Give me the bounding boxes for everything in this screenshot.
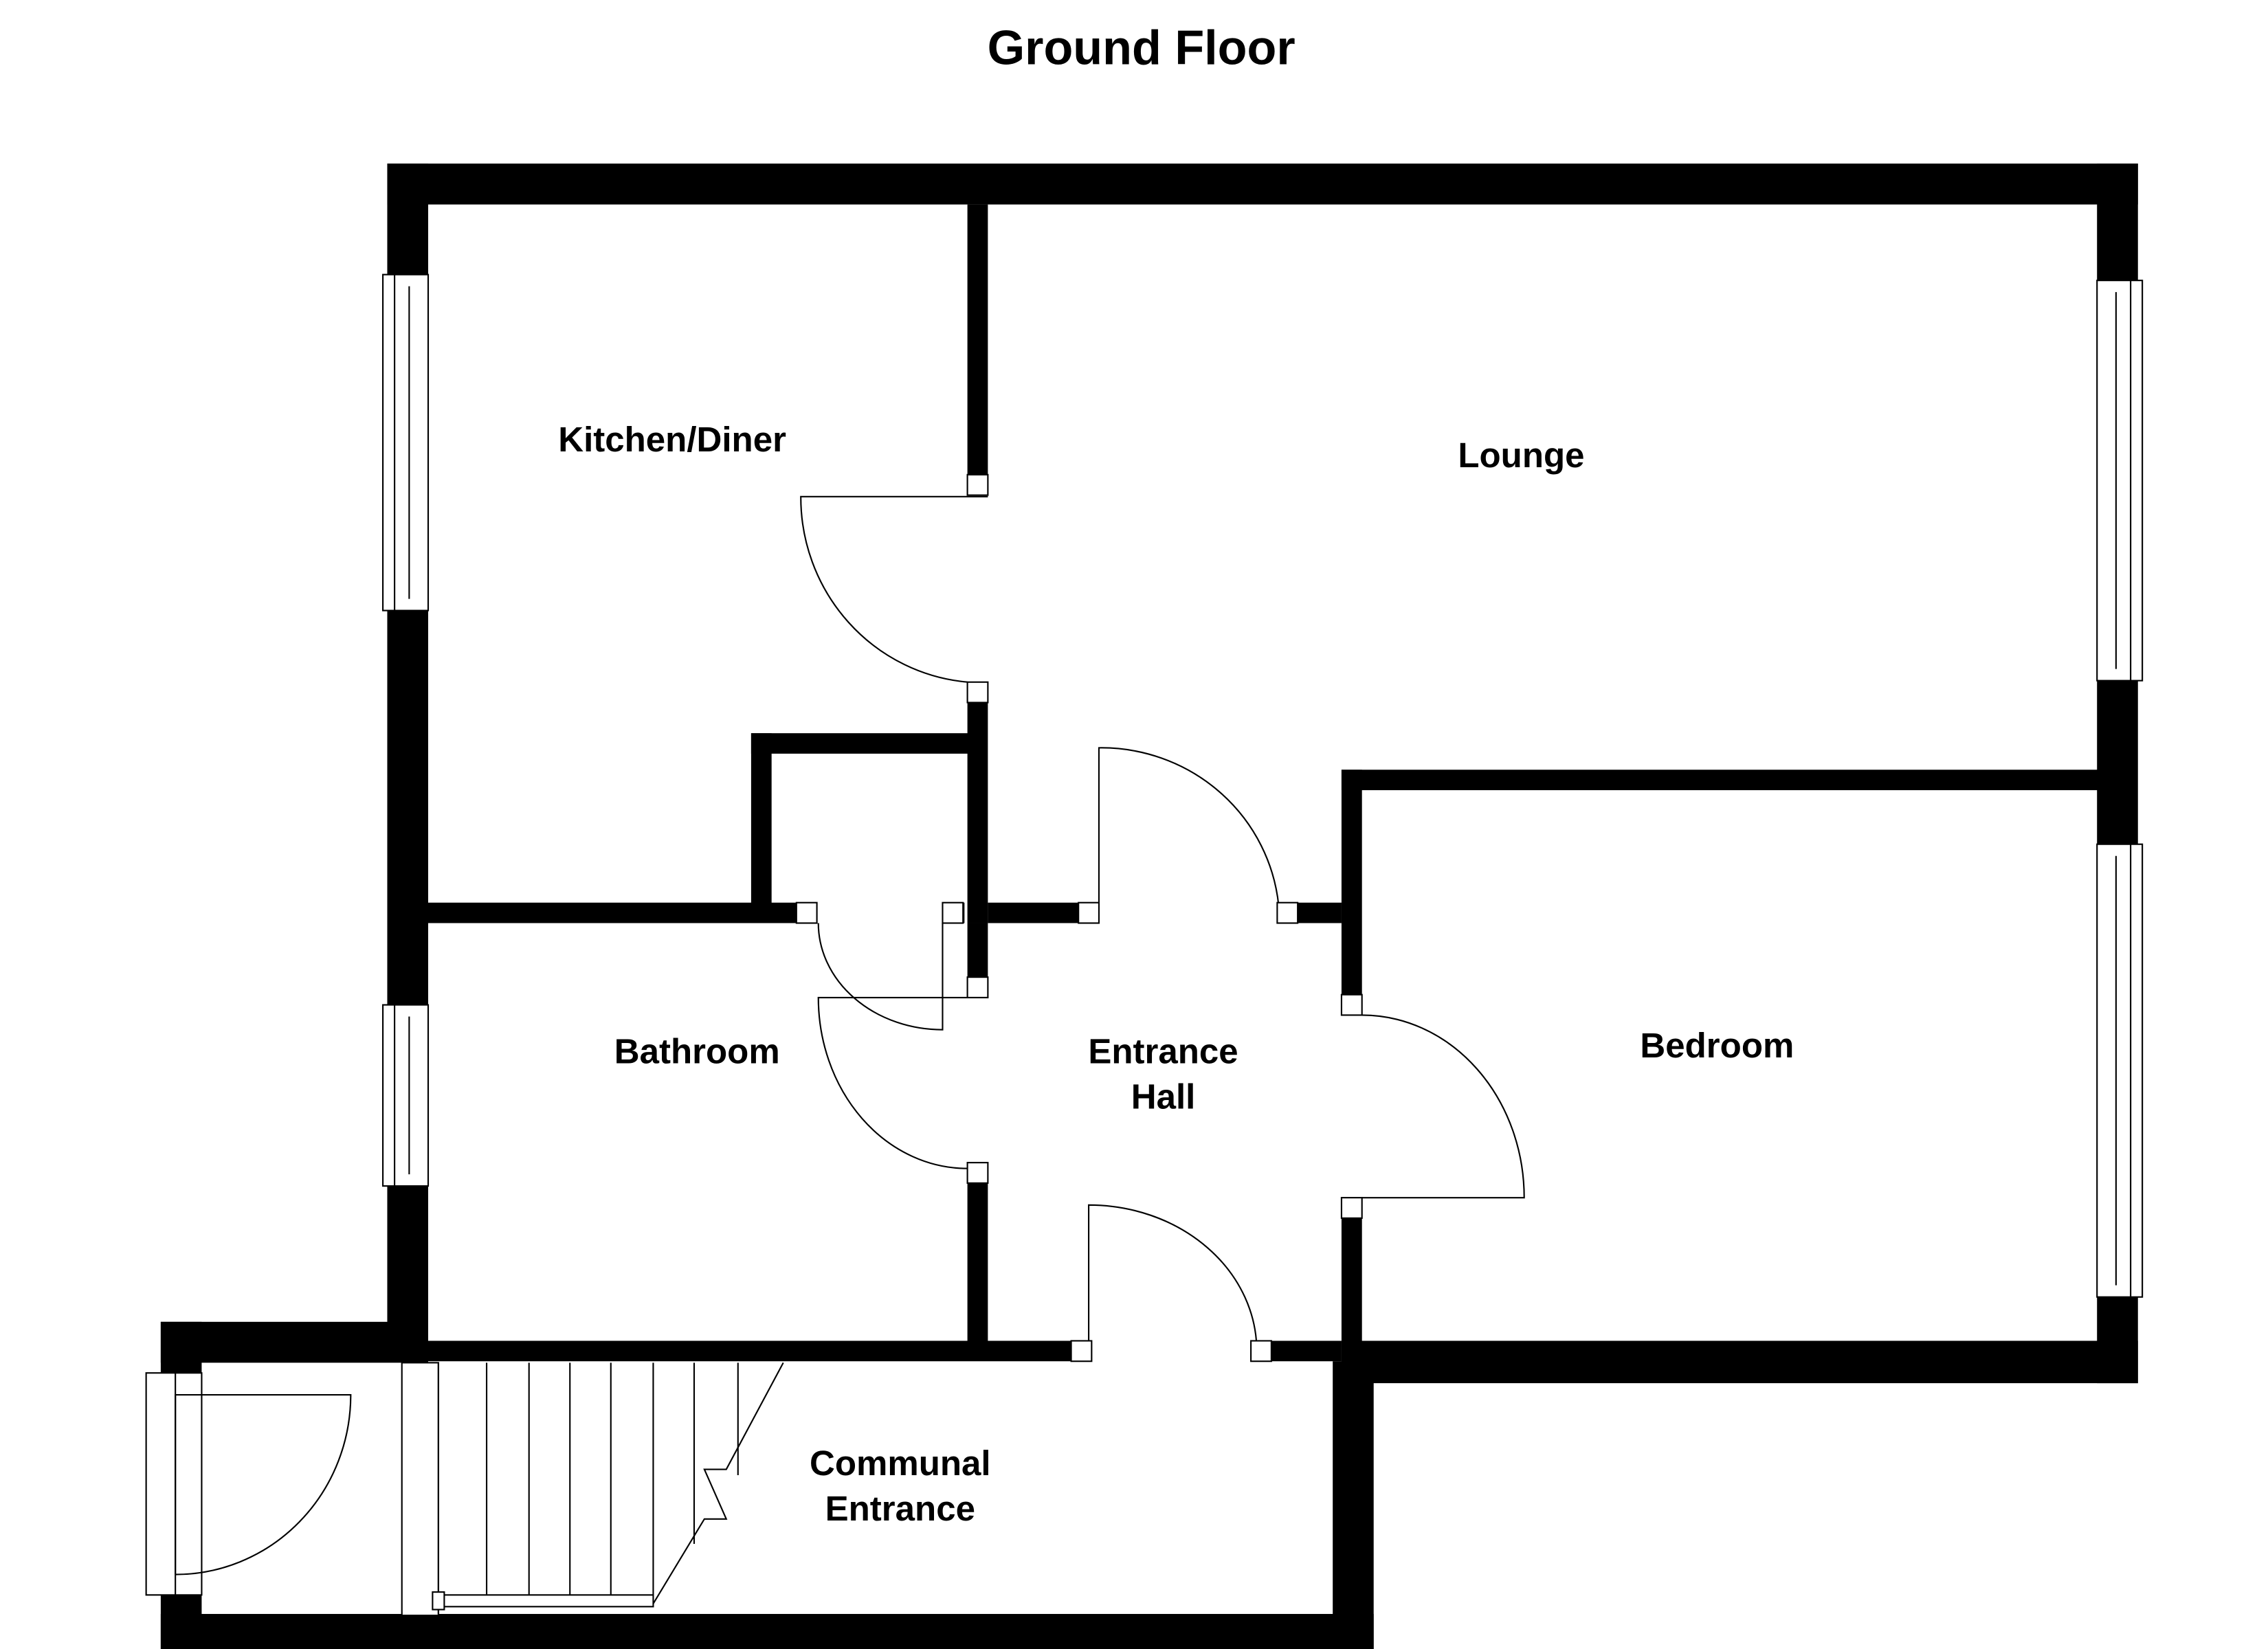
room-label-bedroom: Bedroom bbox=[1640, 1026, 1794, 1065]
doors bbox=[145, 473, 1525, 1596]
room-label-kitchen: Kitchen/Diner bbox=[558, 420, 786, 459]
walls bbox=[160, 164, 2138, 1649]
room-label-lounge: Lounge bbox=[1458, 436, 1584, 475]
room-labels: Kitchen/Diner Lounge Bathroom Entrance H… bbox=[558, 420, 1794, 1528]
kitchen-door bbox=[800, 473, 989, 704]
bathroom-door bbox=[817, 976, 989, 1184]
cupboard-door bbox=[795, 901, 964, 1031]
room-label-hall-2: Hall bbox=[1131, 1077, 1196, 1116]
bedroom-door bbox=[1340, 994, 1525, 1219]
front-door bbox=[145, 1372, 352, 1596]
lounge-door bbox=[1078, 747, 1299, 924]
hall-entrance-door bbox=[1070, 1204, 1272, 1362]
windows bbox=[382, 273, 2144, 1298]
floor-title: Ground Floor bbox=[988, 21, 1296, 75]
staircase bbox=[401, 1362, 784, 1617]
room-label-communal-1: Communal bbox=[810, 1444, 991, 1483]
room-label-bathroom: Bathroom bbox=[614, 1032, 780, 1071]
room-label-communal-2: Entrance bbox=[825, 1489, 975, 1528]
room-label-hall-1: Entrance bbox=[1088, 1032, 1238, 1071]
